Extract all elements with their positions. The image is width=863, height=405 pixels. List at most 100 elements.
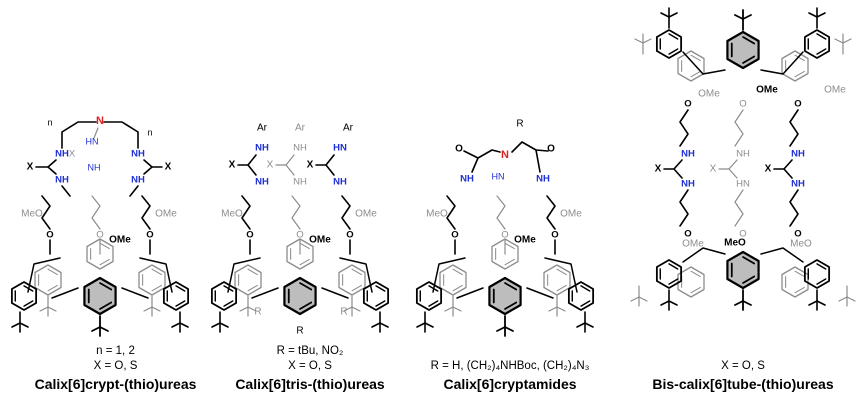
methylene-bridge: [227, 257, 261, 293]
back-ring: [781, 50, 809, 82]
back-ring: [338, 264, 366, 296]
methylene-bridge: [51, 287, 79, 299]
ethylene-linker: [291, 195, 301, 230]
methylene-bridge: [760, 247, 804, 263]
back-ring: [138, 264, 166, 296]
repeat-n-label: n: [47, 117, 52, 127]
methoxy-label: OMe: [109, 235, 131, 246]
methylene-bridge: [139, 257, 173, 293]
urea-nh-label: HN: [333, 143, 347, 154]
carbonyl-oxygen-label: O: [455, 144, 463, 155]
methoxy-label: OMe: [682, 239, 704, 250]
front-ring: [362, 281, 390, 311]
alkyl-chain: [61, 121, 97, 149]
ethylene-linker: [546, 195, 556, 230]
methylene-bridge: [27, 257, 61, 293]
urea-nh-label: NH: [88, 162, 101, 172]
front-ring: [210, 281, 238, 311]
urea-x-label: X: [307, 160, 314, 171]
note-cryptamides-r: R = H, (CH₂)₄NHBoc, (CH₂)₄N₃: [430, 360, 590, 372]
urea-x-label: X: [267, 160, 274, 171]
front-ring: [803, 259, 831, 289]
oxygen-label: O: [501, 230, 508, 241]
ethylene-linker: [679, 109, 689, 147]
ethylene-linker: [341, 195, 351, 230]
ethylene-linker: [734, 189, 744, 227]
methylene-bridge: [760, 51, 804, 75]
methylene-bridge: [339, 257, 373, 293]
methylene-bridge: [432, 257, 466, 293]
ethylene-linker: [61, 185, 71, 197]
oxygen-label: O: [96, 230, 103, 241]
repeat-n-label: n: [147, 127, 152, 137]
note-tris-x: X = O, S: [288, 360, 332, 372]
urea-carbon: [285, 154, 295, 176]
urea-x-label: X: [765, 164, 772, 175]
front-ring: [803, 29, 831, 59]
urea-x-label: X: [229, 160, 236, 171]
urea-nh-label: NH: [131, 175, 145, 186]
note-crypt-n: n = 1, 2: [96, 345, 135, 357]
urea-nh-label: NH: [255, 143, 269, 154]
note-tris-r: R = tBu, NO₂: [276, 345, 344, 357]
aryl-label: Ar: [343, 123, 354, 134]
amide-chain: [471, 157, 479, 173]
methoxy-label: OMe: [355, 209, 377, 220]
methoxy-label: OMe: [824, 85, 846, 96]
urea-x-label: X: [27, 162, 34, 173]
back-ring: [439, 264, 467, 296]
r-substituent-label: R: [254, 307, 261, 318]
amide-hn-label: HN: [492, 171, 505, 181]
r-substituent-label: R: [296, 326, 303, 337]
ethylene-linker: [789, 109, 799, 147]
methylene-bridge: [321, 287, 349, 299]
urea-nh-label: NH: [293, 143, 307, 154]
front-ring: [415, 281, 443, 311]
caption-crypt: n = 1, 2 X = O, S Calix[6]crypt-(thio)ur…: [8, 344, 223, 393]
back-ring: [677, 50, 705, 82]
back-ring: [286, 238, 314, 270]
ethylene-linker: [41, 195, 51, 230]
methoxy-label: MeO: [426, 209, 448, 220]
urea-nh-label: NH: [131, 149, 145, 160]
back-ring: [543, 264, 571, 296]
back-ring: [491, 238, 519, 270]
oxygen-label: O: [296, 230, 303, 241]
alkyl-chain: [103, 121, 139, 149]
urea-nh-label: NH: [736, 149, 750, 160]
front-ring: [567, 281, 595, 311]
urea-x-label: X: [655, 164, 662, 175]
front-ring: [655, 29, 683, 59]
methoxy-label: MeO: [21, 209, 43, 220]
oxygen-label: O: [246, 230, 253, 241]
urea-nh-label: NH: [681, 149, 695, 160]
front-ring: [655, 259, 683, 289]
methoxy-label: MeO: [724, 238, 746, 249]
amide-chain: [511, 141, 549, 153]
oxygen-label: O: [146, 230, 153, 241]
ethylene-linker: [446, 195, 456, 230]
oxygen-label: O: [684, 229, 691, 240]
urea-carbon: [143, 159, 153, 175]
urea-carbon: [673, 159, 683, 179]
title-tris: Calix[6]tris-(thio)ureas: [235, 376, 385, 392]
caption-tris: R = tBu, NO₂ X = O, S Calix[6]tris-(thio…: [205, 344, 415, 393]
oxygen-label: O: [684, 99, 691, 110]
ethylene-linker: [679, 189, 689, 227]
methoxy-label: OMe: [514, 235, 536, 246]
urea-nh-label: NH: [791, 149, 805, 160]
methoxy-label: OMe: [698, 89, 720, 100]
r-substituent-label: R: [340, 307, 347, 318]
ethylene-linker: [789, 189, 799, 227]
methylene-bridge: [526, 287, 554, 299]
ethylene-linker: [129, 185, 139, 197]
title-crypt: Calix[6]crypt-(thio)ureas: [34, 376, 197, 392]
tertiary-amine-label: N: [96, 115, 104, 127]
urea-x-label: X: [69, 149, 76, 160]
ethylene-linker: [91, 195, 101, 230]
note-tube-x: X = O, S: [721, 360, 765, 372]
